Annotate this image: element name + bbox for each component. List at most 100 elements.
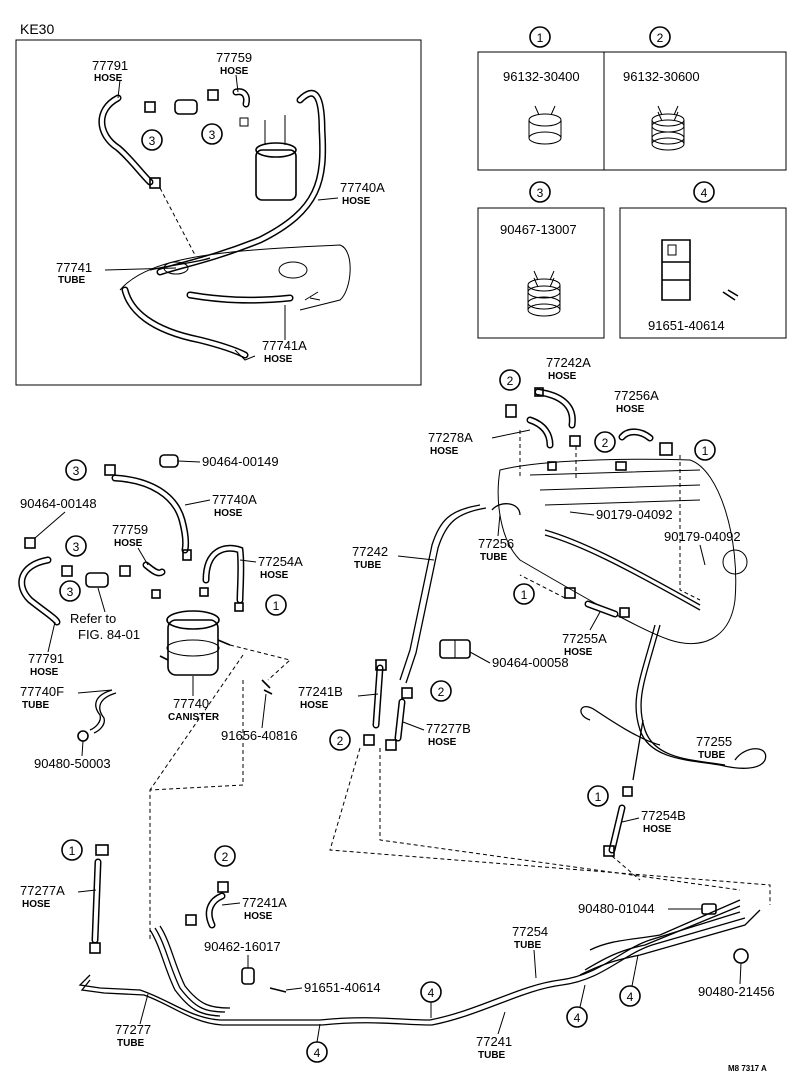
- svg-text:77256: 77256: [478, 536, 514, 551]
- svg-text:HOSE: HOSE: [428, 737, 457, 748]
- svg-text:4: 4: [314, 1046, 321, 1060]
- svg-text:TUBE: TUBE: [698, 750, 726, 761]
- svg-text:77254: 77254: [512, 924, 548, 939]
- svg-text:TUBE: TUBE: [480, 552, 508, 563]
- legend-marker-2: [649, 26, 671, 48]
- label-77242-tube: 77242 TUBE: [352, 544, 435, 571]
- svg-text:4: 4: [428, 986, 435, 1000]
- svg-text:TUBE: TUBE: [478, 1050, 506, 1061]
- svg-text:3: 3: [67, 585, 74, 599]
- legend-marker-4: [693, 181, 715, 203]
- svg-text:4: 4: [574, 1011, 581, 1025]
- right-marker-1c: 1: [587, 785, 609, 807]
- label-77241B: 77241B HOSE: [298, 684, 379, 711]
- bottom-marker-4b: 4: [306, 1023, 328, 1063]
- svg-text:2: 2: [222, 850, 229, 864]
- svg-text:77277: 77277: [115, 1022, 151, 1037]
- svg-text:77740A: 77740A: [212, 492, 257, 507]
- inset-canister: [144, 89, 297, 256]
- svg-text:HOSE: HOSE: [30, 667, 59, 678]
- svg-text:90179-04092: 90179-04092: [664, 529, 741, 544]
- left-marker-3c: 3: [59, 580, 81, 602]
- svg-text:HOSE: HOSE: [564, 647, 593, 658]
- label-77277-tube: 77277 TUBE: [115, 993, 151, 1049]
- right-marker-2b: 2: [594, 431, 616, 453]
- legend-part-4: 91651-40614: [648, 318, 725, 333]
- svg-text:3: 3: [73, 464, 80, 478]
- frame-label: KE30: [20, 21, 54, 37]
- svg-text:HOSE: HOSE: [214, 508, 243, 519]
- svg-text:77241: 77241: [476, 1034, 512, 1049]
- svg-text:4: 4: [701, 186, 708, 200]
- svg-text:3: 3: [209, 128, 216, 142]
- svg-text:CANISTER: CANISTER: [168, 712, 220, 723]
- svg-text:91651-40614: 91651-40614: [304, 980, 381, 995]
- bottom-marker-4a: 4: [420, 981, 442, 1018]
- svg-text:77741: 77741: [56, 260, 92, 275]
- refer-note: Refer to FIG. 84-01: [70, 587, 140, 642]
- svg-text:HOSE: HOSE: [264, 354, 293, 365]
- svg-text:3: 3: [537, 186, 544, 200]
- svg-text:HOSE: HOSE: [94, 73, 123, 84]
- legend-marker-1: [529, 26, 551, 48]
- label-77256A: 77256A HOSE: [614, 388, 659, 415]
- svg-text:TUBE: TUBE: [354, 560, 382, 571]
- label-77740A-left: 77740A HOSE: [184, 492, 257, 519]
- svg-text:TUBE: TUBE: [58, 275, 86, 286]
- legend-box-clip-4: 4 91651-40614: [619, 181, 787, 339]
- inset-label-77740A: 77740A HOSE: [340, 180, 385, 207]
- label-90179-04092-b: 90179-04092: [664, 529, 741, 566]
- label-77255-tube: 77255 TUBE: [696, 734, 732, 761]
- svg-text:HOSE: HOSE: [22, 899, 51, 910]
- svg-text:HOSE: HOSE: [643, 824, 672, 835]
- label-90480-01044: 90480-01044: [578, 901, 702, 916]
- svg-text:2: 2: [507, 374, 514, 388]
- left-marker-3a: 3: [65, 459, 87, 481]
- svg-text:77759: 77759: [216, 50, 252, 65]
- svg-text:77740F: 77740F: [20, 684, 64, 699]
- svg-text:77255A: 77255A: [562, 631, 607, 646]
- svg-text:90179-04092: 90179-04092: [596, 507, 673, 522]
- left-canister-drawing: [18, 454, 292, 940]
- svg-text:TUBE: TUBE: [117, 1038, 145, 1049]
- bottom-marker-1: 1: [61, 839, 83, 861]
- svg-text:4: 4: [627, 990, 634, 1004]
- legend-marker-3: [529, 181, 551, 203]
- svg-text:77741A: 77741A: [262, 338, 307, 353]
- label-77241-tube: 77241 TUBE: [476, 1011, 512, 1061]
- label-77256-tube: 77256 TUBE: [478, 513, 514, 563]
- label-91651-40614-bottom: 91651-40614: [285, 980, 381, 995]
- svg-text:90480-21456: 90480-21456: [698, 984, 775, 999]
- svg-text:FIG. 84-01: FIG. 84-01: [78, 627, 140, 642]
- svg-text:77277B: 77277B: [426, 721, 471, 736]
- svg-text:77242: 77242: [352, 544, 388, 559]
- bottom-marker-4d: 4: [619, 954, 641, 1007]
- right-engine-drawing: [329, 387, 771, 964]
- svg-text:2: 2: [602, 436, 609, 450]
- svg-text:HOSE: HOSE: [300, 700, 329, 711]
- svg-text:1: 1: [273, 599, 280, 613]
- svg-text:77256A: 77256A: [614, 388, 659, 403]
- right-marker-2d: 2: [329, 729, 351, 751]
- right-marker-1b: 1: [513, 583, 535, 605]
- svg-text:Refer to: Refer to: [70, 611, 116, 626]
- label-90464-00148: 90464-00148: [20, 496, 97, 539]
- label-77254-tube: 77254 TUBE: [512, 924, 548, 979]
- bottom-marker-2: 2: [214, 845, 236, 867]
- label-77759-left: 77759 HOSE: [112, 522, 149, 566]
- svg-text:77791: 77791: [92, 58, 128, 73]
- label-77242A: 77242A HOSE: [546, 355, 591, 382]
- footer-code: M8 7317 A: [728, 1064, 767, 1073]
- svg-text:HOSE: HOSE: [548, 371, 577, 382]
- svg-text:1: 1: [69, 844, 76, 858]
- svg-text:77254A: 77254A: [258, 554, 303, 569]
- label-90480-21456: 90480-21456: [698, 962, 775, 999]
- svg-text:HOSE: HOSE: [220, 66, 249, 77]
- legend-box-clip-3: 3 90467-13007: [477, 181, 605, 339]
- svg-text:HOSE: HOSE: [342, 196, 371, 207]
- right-marker-1a: 1: [694, 439, 716, 461]
- inset-label-77759: 77759 HOSE: [216, 50, 252, 77]
- bottom-marker-4c: 4: [566, 984, 588, 1028]
- right-marker-2a: 2: [499, 369, 521, 391]
